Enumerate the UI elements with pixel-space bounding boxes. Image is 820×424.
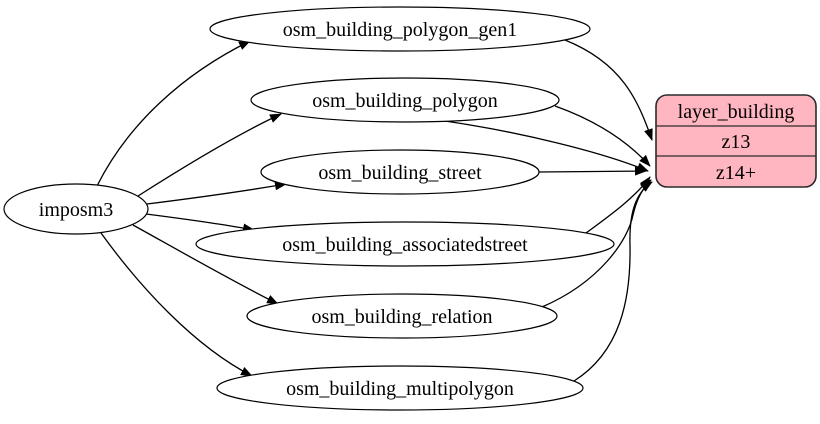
street-label: osm_building_street bbox=[318, 162, 482, 184]
relation-label: osm_building_relation bbox=[311, 306, 492, 328]
node-osm-building-relation: osm_building_relation bbox=[246, 293, 558, 339]
edge-imposm3-to-street bbox=[146, 181, 287, 205]
street-ellipse bbox=[260, 149, 540, 195]
node-layer-building: layer_building z13 z14+ bbox=[655, 94, 817, 188]
layer-building-box bbox=[655, 94, 817, 188]
associatedstreet-ellipse bbox=[195, 221, 615, 267]
edge-multipolygon-to-z14 bbox=[573, 181, 653, 382]
node-osm-building-street: osm_building_street bbox=[260, 149, 540, 195]
imposm3-ellipse bbox=[3, 183, 149, 235]
edges-to-layer bbox=[444, 39, 653, 382]
relation-ellipse bbox=[246, 293, 558, 339]
polygon-label: osm_building_polygon bbox=[312, 90, 498, 112]
edge-imposm3-to-associatedstreet bbox=[145, 213, 255, 233]
associatedstreet-label: osm_building_associatedstreet bbox=[282, 234, 528, 256]
edge-polygon-to-z14-a bbox=[554, 105, 651, 167]
edge-polygon-gen1-to-z13 bbox=[564, 39, 653, 141]
edges-from-source bbox=[96, 40, 287, 377]
edge-imposm3-to-multipolygon bbox=[100, 232, 253, 377]
edge-associatedstreet-to-z14 bbox=[585, 176, 651, 234]
edge-polygon-to-z14-b bbox=[444, 120, 649, 172]
node-osm-building-polygon-gen1: osm_building_polygon_gen1 bbox=[209, 6, 591, 52]
polygon-gen1-ellipse bbox=[209, 6, 591, 52]
edge-imposm3-to-relation bbox=[132, 224, 279, 305]
polygon-gen1-label: osm_building_polygon_gen1 bbox=[283, 19, 517, 41]
edge-street-to-z14 bbox=[538, 166, 647, 176]
multipolygon-ellipse bbox=[216, 365, 584, 411]
polygon-ellipse bbox=[250, 77, 560, 123]
layer-row-z14: z14+ bbox=[716, 162, 756, 184]
node-osm-building-multipolygon: osm_building_multipolygon bbox=[216, 365, 584, 411]
multipolygon-label: osm_building_multipolygon bbox=[286, 378, 514, 400]
layer-building-title: layer_building bbox=[678, 101, 795, 123]
node-osm-building-associatedstreet: osm_building_associatedstreet bbox=[195, 221, 615, 267]
node-osm-building-polygon: osm_building_polygon bbox=[250, 77, 560, 123]
layer-row-z13: z13 bbox=[722, 131, 751, 153]
edge-imposm3-to-polygon-gen1 bbox=[96, 40, 251, 187]
edge-imposm3-to-polygon bbox=[137, 113, 282, 197]
imposm3-label: imposm3 bbox=[39, 199, 113, 221]
node-imposm3: imposm3 bbox=[3, 183, 149, 235]
